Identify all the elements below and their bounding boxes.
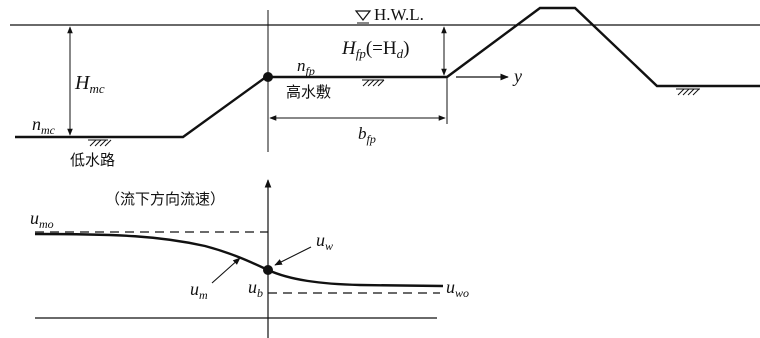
hfp-label: Hfp(=Hd) <box>341 38 409 61</box>
um-leader-arrow <box>211 257 241 284</box>
hwl-triangle-icon <box>354 10 372 21</box>
velocity-title: （流下方向流速） <box>105 190 225 208</box>
channel-bed-profile <box>15 6 760 139</box>
cross-section <box>10 6 760 152</box>
hwl-label: H.W.L. <box>374 5 424 24</box>
uw-label: uw <box>316 230 333 253</box>
hmc-label: Hmc <box>74 72 105 96</box>
bfp-label: bfp <box>358 124 376 146</box>
floodplain-label: 高水敷 <box>286 83 331 101</box>
velocity-profile <box>34 179 444 338</box>
y-axis-label: y <box>512 66 522 86</box>
nmc-label: nmc <box>32 114 56 137</box>
junction-point <box>263 72 273 82</box>
ground-hatch-floodplain <box>362 79 385 87</box>
velocity-distribution-curve <box>34 232 444 288</box>
velocity-junction-point <box>263 265 273 275</box>
umo-label: umo <box>30 208 54 231</box>
ub-label: ub <box>248 277 263 300</box>
um-label: um <box>190 279 208 302</box>
uw-leader-arrow <box>274 246 312 266</box>
uwo-label: uwo <box>446 277 469 300</box>
low-channel-label: 低水路 <box>70 151 115 169</box>
ground-hatch-right <box>676 88 700 96</box>
ground-hatch-low-channel <box>88 139 112 147</box>
nfp-label: nfp <box>297 56 315 78</box>
